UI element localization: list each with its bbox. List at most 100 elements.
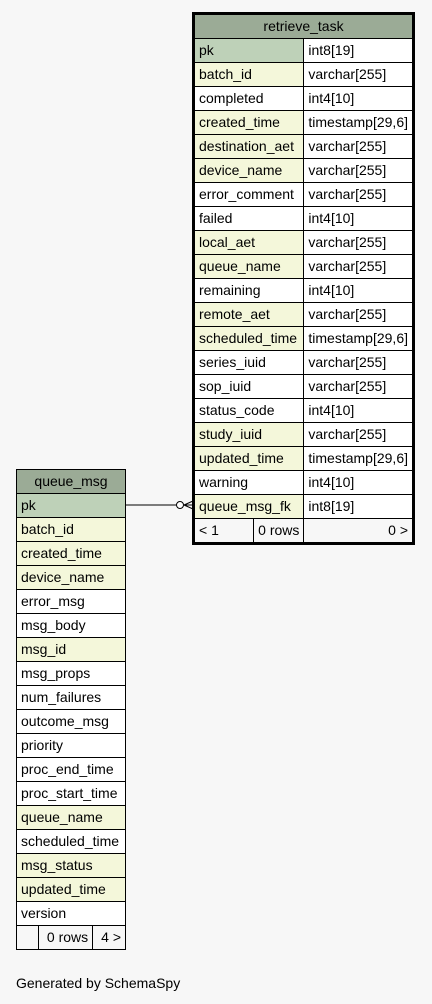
column-name[interactable]: outcome_msg (16, 709, 126, 734)
column-name[interactable]: pk (16, 493, 126, 518)
column-name[interactable]: updated_time (16, 877, 126, 902)
column-name[interactable]: pk (192, 38, 305, 63)
column-name[interactable]: error_comment (192, 182, 305, 207)
child-count[interactable]: 4 > (92, 925, 126, 950)
table-title[interactable]: queue_msg (16, 469, 126, 494)
column-row: batch_id (16, 517, 126, 542)
column-type: varchar[255] (303, 374, 414, 399)
column-name[interactable]: queue_name (16, 805, 126, 830)
parent-count[interactable] (15, 925, 40, 950)
column-row: msg_id (16, 637, 126, 662)
column-name[interactable]: queue_name (192, 254, 305, 279)
column-name[interactable]: sop_iuid (192, 374, 305, 399)
column-name[interactable]: msg_body (16, 613, 126, 638)
column-name[interactable]: scheduled_time (192, 326, 305, 351)
column-name[interactable]: warning (192, 470, 305, 495)
column-row: num_failures (16, 685, 126, 710)
generated-by-note: Generated by SchemaSpy (16, 975, 181, 991)
column-name[interactable]: msg_status (16, 853, 126, 878)
column-type: int4[10] (303, 398, 414, 423)
column-row: msg_body (16, 613, 126, 638)
column-name[interactable]: queue_msg_fk (192, 494, 305, 519)
column-type: int4[10] (303, 206, 414, 231)
column-row: msg_props (16, 661, 126, 686)
child-count[interactable]: 0 > (303, 518, 414, 544)
table-header: queue_msg (16, 469, 126, 494)
column-row: device_name (16, 565, 126, 590)
column-name[interactable]: device_name (192, 158, 305, 183)
column-name[interactable]: error_msg (16, 589, 126, 614)
column-type: timestamp[29,6] (303, 446, 414, 471)
column-name[interactable]: device_name (16, 565, 126, 590)
column-row: proc_end_time (16, 757, 126, 782)
column-name[interactable]: proc_start_time (16, 781, 126, 806)
column-name[interactable]: updated_time (192, 446, 305, 471)
column-row: created_time (16, 541, 126, 566)
column-type: varchar[255] (303, 158, 414, 183)
relationship-optional-marker (176, 501, 184, 509)
column-name[interactable]: destination_aet (192, 134, 305, 159)
column-name[interactable]: completed (192, 86, 305, 111)
column-row: proc_start_time (16, 781, 126, 806)
column-row: pk (16, 493, 126, 518)
column-type: varchar[255] (303, 62, 414, 87)
column-type: varchar[255] (303, 182, 414, 207)
column-name[interactable]: proc_end_time (16, 757, 126, 782)
column-name[interactable]: priority (16, 733, 126, 758)
parent-count[interactable]: < 1 (192, 518, 255, 544)
column-type: timestamp[29,6] (303, 110, 414, 135)
column-name[interactable]: status_code (192, 398, 305, 423)
column-name[interactable]: remaining (192, 278, 305, 303)
column-name[interactable]: series_iuid (192, 350, 305, 375)
column-name[interactable]: scheduled_time (16, 829, 126, 854)
column-name[interactable]: version (16, 901, 126, 926)
column-name[interactable]: failed (192, 206, 305, 231)
column-type: varchar[255] (303, 230, 414, 255)
column-row: outcome_msg (16, 709, 126, 734)
column-type: int4[10] (303, 278, 414, 303)
table-title[interactable]: retrieve_task (193, 13, 414, 39)
column-name[interactable]: created_time (192, 110, 305, 135)
column-name[interactable]: study_iuid (192, 422, 305, 447)
column-name[interactable]: local_aet (192, 230, 305, 255)
column-type: int4[10] (303, 470, 414, 495)
column-name[interactable]: batch_id (192, 62, 305, 87)
column-row: updated_time (16, 877, 126, 902)
column-name[interactable]: remote_aet (192, 302, 305, 327)
column-name[interactable]: created_time (16, 541, 126, 566)
column-row: error_msg (16, 589, 126, 614)
column-type: int8[19] (303, 494, 414, 519)
column-type: varchar[255] (303, 254, 414, 279)
column-row: msg_status (16, 853, 126, 878)
column-name[interactable]: msg_props (16, 661, 126, 686)
column-row: queue_name (16, 805, 126, 830)
column-name[interactable]: num_failures (16, 685, 126, 710)
column-row: scheduled_time (16, 829, 126, 854)
column-type: varchar[255] (303, 422, 414, 447)
relationship-crowfoot-bottom (183, 504, 194, 510)
column-name[interactable]: msg_id (16, 637, 126, 662)
column-type: varchar[255] (303, 134, 414, 159)
column-name[interactable]: batch_id (16, 517, 126, 542)
